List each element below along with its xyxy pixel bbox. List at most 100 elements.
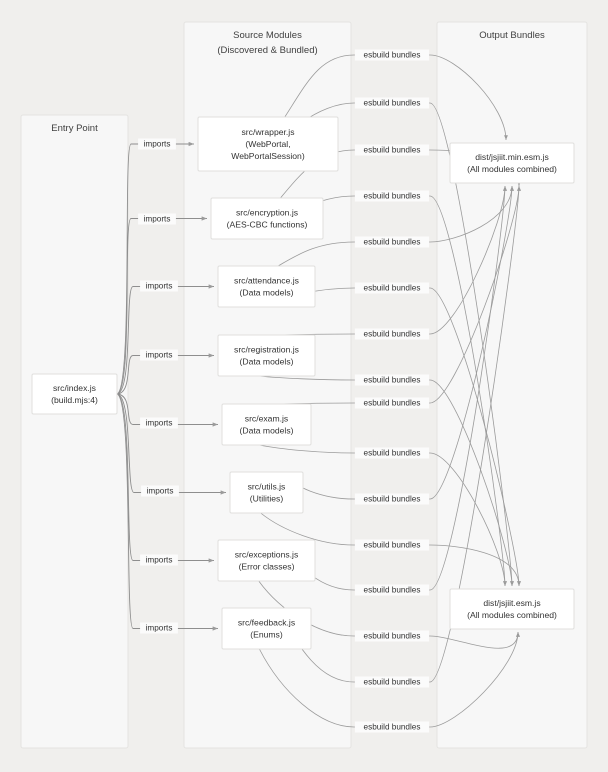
edge-label-bundles: esbuild bundles bbox=[354, 721, 430, 733]
node-exceptions[interactable]: src/exceptions.js(Error classes) bbox=[217, 539, 316, 582]
edge-bundles-exam-minesm bbox=[277, 185, 521, 405]
cluster-subtitle: (Discovered & Bundled) bbox=[217, 45, 317, 56]
node-label: (AES-CBC functions) bbox=[227, 220, 308, 230]
edge-label-bundles: esbuild bundles bbox=[354, 236, 430, 248]
node-feedback[interactable]: src/feedback.js (Enums) bbox=[221, 607, 312, 650]
svg-text:esbuild bundles: esbuild bundles bbox=[364, 399, 421, 408]
node-label: src/exceptions.js bbox=[235, 550, 299, 560]
edge-label-imports: imports bbox=[138, 138, 176, 150]
svg-text:esbuild bundles: esbuild bundles bbox=[364, 99, 421, 108]
node-label: dist/jsjiit.esm.js bbox=[483, 598, 540, 608]
node-label: (All modules combined) bbox=[467, 164, 557, 174]
node-label: src/encryption.js bbox=[236, 208, 298, 218]
svg-text:imports: imports bbox=[147, 487, 174, 496]
edge-label-bundles: esbuild bundles bbox=[354, 282, 430, 294]
node-label: (Data models) bbox=[240, 426, 294, 436]
edge-label-bundles: esbuild bundles bbox=[354, 190, 430, 202]
node-attendance[interactable]: src/attendance.js (Data models) bbox=[217, 265, 316, 308]
edge-label-bundles: esbuild bundles bbox=[354, 539, 430, 551]
svg-text:esbuild bundles: esbuild bundles bbox=[364, 192, 421, 201]
node-label: src/index.js bbox=[53, 383, 96, 393]
cluster-title: Output Bundles bbox=[479, 30, 545, 41]
node-label: src/utils.js bbox=[248, 482, 286, 492]
node-encryption[interactable]: src/encryption.js (AES-CBC functions) bbox=[210, 197, 324, 240]
edge-label-bundles: esbuild bundles bbox=[354, 328, 430, 340]
edge-imports-index-utils bbox=[116, 393, 226, 495]
edge-label-bundles: esbuild bundles bbox=[354, 49, 430, 61]
node-label: (All modules combined) bbox=[467, 610, 557, 620]
node-layer: src/index.js(build.mjs:4)src/wrapper.js(… bbox=[31, 116, 575, 650]
edge-bundles-feedback-esm bbox=[259, 631, 520, 728]
edge-label-imports: imports bbox=[140, 554, 178, 566]
cluster-title: Source Modules bbox=[233, 30, 302, 41]
svg-text:imports: imports bbox=[144, 215, 171, 224]
edge-imports-index-registration bbox=[116, 353, 214, 395]
svg-text:esbuild bundles: esbuild bundles bbox=[364, 376, 421, 385]
svg-text:esbuild bundles: esbuild bundles bbox=[364, 330, 421, 339]
cluster-output: Output Bundles bbox=[436, 21, 588, 749]
edge-label-imports: imports bbox=[140, 349, 178, 361]
node-label: src/registration.js bbox=[234, 345, 299, 355]
edge-bundles-registration-minesm bbox=[278, 185, 507, 336]
svg-text:esbuild bundles: esbuild bundles bbox=[364, 238, 421, 247]
svg-text:esbuild bundles: esbuild bundles bbox=[364, 146, 421, 155]
edge-imports-index-feedback bbox=[116, 393, 218, 631]
edge-label-imports: imports bbox=[138, 213, 176, 225]
edge-bundles-utils-minesm bbox=[275, 185, 514, 500]
edge-imports-index-exam bbox=[116, 393, 218, 427]
node-exam[interactable]: src/exam.js(Data models) bbox=[221, 403, 312, 446]
edge-label-bundles: esbuild bundles bbox=[354, 397, 430, 409]
edge-label-bundles: esbuild bundles bbox=[354, 97, 430, 109]
edge-bundles-wrapper-minesm bbox=[284, 54, 508, 141]
svg-text:esbuild bundles: esbuild bundles bbox=[364, 541, 421, 550]
node-label: WebPortalSession) bbox=[231, 151, 305, 161]
edge-label-bundles: esbuild bundles bbox=[354, 493, 430, 505]
edge-label-imports: imports bbox=[141, 485, 179, 497]
edge-imports-index-exceptions bbox=[116, 393, 214, 563]
node-esm[interactable]: dist/jsjiit.esm.js (All modules combined) bbox=[449, 588, 575, 630]
edge-imports-index-attendance bbox=[116, 284, 214, 395]
edge-label-bundles: esbuild bundles bbox=[354, 447, 430, 459]
node-label: (build.mjs:4) bbox=[51, 395, 98, 405]
svg-text:esbuild bundles: esbuild bundles bbox=[364, 678, 421, 687]
node-label: src/feedback.js bbox=[238, 618, 295, 628]
node-label: (Data models) bbox=[240, 357, 294, 367]
node-wrapper[interactable]: src/wrapper.js(WebPortal,WebPortalSessio… bbox=[197, 116, 339, 172]
svg-text:imports: imports bbox=[144, 140, 171, 149]
edge-imports-index-encryption bbox=[116, 216, 207, 395]
edge-bundles-attendance-minesm bbox=[277, 185, 514, 267]
svg-text:esbuild bundles: esbuild bundles bbox=[364, 51, 421, 60]
svg-text:imports: imports bbox=[146, 282, 173, 291]
edge-label-imports: imports bbox=[140, 622, 178, 634]
node-label: src/attendance.js bbox=[234, 276, 299, 286]
svg-text:esbuild bundles: esbuild bundles bbox=[364, 723, 421, 732]
node-registration[interactable]: src/registration.js (Data models) bbox=[217, 334, 316, 377]
edge-label-bundles: esbuild bundles bbox=[354, 144, 430, 156]
node-utils[interactable]: src/utils.js (Utilities) bbox=[229, 471, 304, 514]
edge-label-layer: imports imports imports imports imports impor… bbox=[138, 49, 430, 733]
svg-text:esbuild bundles: esbuild bundles bbox=[364, 284, 421, 293]
edge-bundles-feedback-minesm bbox=[276, 185, 521, 683]
node-label: (Enums) bbox=[250, 630, 283, 640]
svg-text:esbuild bundles: esbuild bundles bbox=[364, 632, 421, 641]
node-minesm[interactable]: dist/jsjiit.min.esm.js (All modules combi… bbox=[449, 142, 575, 184]
svg-text:imports: imports bbox=[146, 556, 173, 565]
edge-label-imports: imports bbox=[140, 417, 178, 429]
svg-text:imports: imports bbox=[146, 624, 173, 633]
node-label: (Data models) bbox=[240, 288, 294, 298]
edge-label-imports: imports bbox=[140, 280, 178, 292]
svg-text:imports: imports bbox=[146, 419, 173, 428]
edge-label-bundles: esbuild bundles bbox=[354, 630, 430, 642]
svg-text:imports: imports bbox=[146, 351, 173, 360]
svg-text:esbuild bundles: esbuild bundles bbox=[364, 449, 421, 458]
node-label: src/wrapper.js bbox=[241, 127, 294, 137]
node-label: (Utilities) bbox=[250, 494, 284, 504]
svg-text:esbuild bundles: esbuild bundles bbox=[364, 586, 421, 595]
edge-bundles-registration-esm bbox=[258, 375, 514, 587]
node-index[interactable]: src/index.js (build.mjs:4) bbox=[31, 373, 118, 415]
edge-label-bundles: esbuild bundles bbox=[354, 374, 430, 386]
node-label: dist/jsjiit.min.esm.js bbox=[475, 152, 549, 162]
cluster-title: Entry Point bbox=[51, 123, 98, 134]
